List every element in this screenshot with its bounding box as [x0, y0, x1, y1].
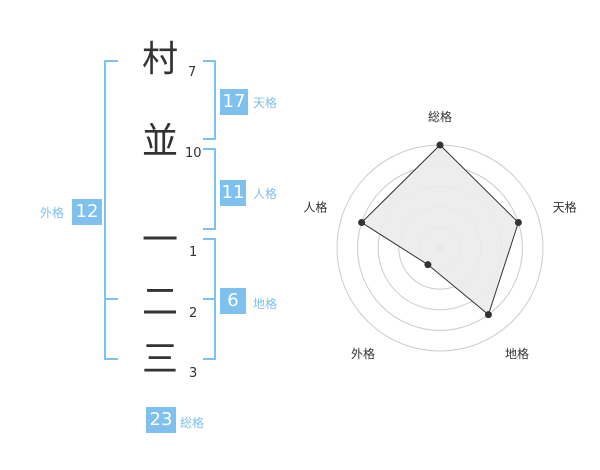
radar-points	[358, 141, 522, 319]
name-char-3: 一	[141, 220, 178, 261]
radar-point-4	[424, 261, 432, 269]
radar-axis-label-1: 総格	[428, 109, 452, 124]
tenkaku-bracket	[203, 60, 216, 140]
radar-point-5	[358, 219, 366, 227]
chikaku-value: 6	[220, 288, 246, 314]
radar-axis-label-5: 人格	[303, 200, 327, 215]
soukaku-label: 総格	[180, 416, 205, 430]
chikaku-label: 地格	[253, 297, 278, 311]
gaikaku-bracket	[104, 60, 118, 360]
name-char-5: 三	[141, 339, 178, 380]
radar-axis-label-3: 地格	[505, 346, 529, 361]
stroke-count-5: 3	[189, 366, 198, 381]
tenkaku-value: 17	[220, 89, 248, 115]
radar-area	[360, 144, 519, 316]
name-char-1: 村	[141, 39, 178, 80]
name-char-4: 二	[141, 282, 178, 323]
soukaku-value: 23	[146, 407, 176, 433]
name-char-2: 並	[141, 121, 178, 162]
stroke-count-1: 7	[188, 65, 197, 80]
jinkaku-bracket	[203, 148, 216, 230]
chikaku-split-tick	[203, 298, 216, 300]
radar-axis-label-4: 外格	[351, 346, 375, 361]
gaikaku-value: 12	[72, 199, 102, 225]
stroke-count-2: 10	[185, 146, 202, 161]
stroke-count-3: 1	[189, 245, 198, 260]
gaikaku-label: 外格	[40, 206, 65, 220]
radar-point-2	[514, 219, 522, 227]
tenkaku-label: 天格	[253, 96, 278, 110]
gaikaku-split-tick	[104, 298, 118, 300]
jinkaku-value: 11	[220, 180, 246, 206]
name-breakdown: 村 7 並 10 一 1 二 2 三 3 12 外格 17 天格 11 人格 6…	[40, 39, 278, 433]
jinkaku-label: 人格	[253, 187, 278, 201]
stroke-count-4: 2	[189, 306, 198, 321]
radar-point-1	[436, 141, 444, 149]
radar-axis-label-2: 天格	[553, 200, 577, 215]
radar-point-3	[484, 311, 492, 319]
